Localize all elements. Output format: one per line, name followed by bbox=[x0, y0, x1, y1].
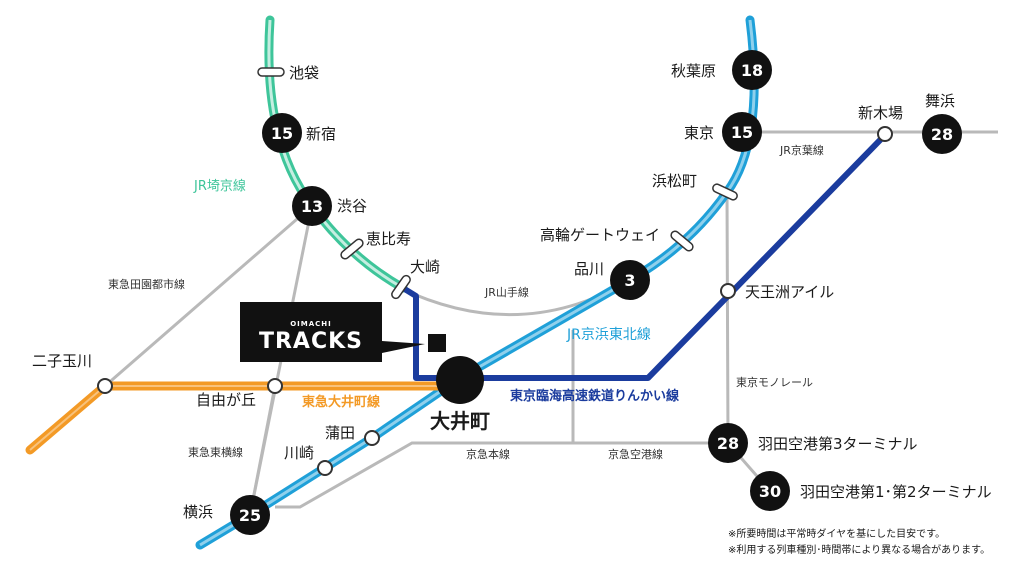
label-oimachi-line: 東急大井町線 bbox=[302, 394, 381, 410]
den-en-toshi-line bbox=[104, 204, 313, 388]
label-haneda3: 羽田空港第3ターミナル bbox=[758, 435, 918, 453]
badge-shinjuku: 15 bbox=[262, 113, 302, 153]
svg-text:15: 15 bbox=[731, 123, 753, 142]
label-jiyugaoka: 自由が丘 bbox=[196, 391, 256, 409]
shinkiba-dot bbox=[877, 126, 893, 142]
label-kawasaki: 川崎 bbox=[284, 444, 314, 462]
label-keikyu-airport-line: 京急空港線 bbox=[608, 447, 663, 461]
badge-shinagawa: 3 bbox=[610, 260, 650, 300]
label-ebisu: 恵比寿 bbox=[366, 230, 411, 248]
oimachi-label: 大井町 bbox=[430, 409, 490, 433]
ikebukuro-mark bbox=[257, 67, 285, 77]
hamamatsucho-mark bbox=[712, 183, 738, 201]
badge-shibuya: 13 bbox=[292, 186, 332, 226]
label-den-en-toshi-line: 東急田園都市線 bbox=[108, 277, 185, 291]
tennozu-dot bbox=[720, 283, 736, 299]
kamata-dot bbox=[364, 430, 380, 446]
jiyugaoka-dot bbox=[267, 378, 283, 394]
note-2: ※利用する列車種別･時間帯により異なる場合があります。 bbox=[728, 543, 990, 556]
label-osaki: 大崎 bbox=[410, 258, 440, 276]
badge-akihabara: 18 bbox=[732, 50, 772, 90]
minor-stations bbox=[97, 126, 893, 476]
label-hamamatsucho: 浜松町 bbox=[652, 172, 697, 190]
jiyugaoka-link bbox=[248, 385, 277, 516]
badge-yokohama: 25 bbox=[230, 495, 270, 535]
label-yokohama: 横浜 bbox=[183, 503, 213, 521]
ebisu-mark bbox=[340, 238, 364, 260]
label-ikebukuro: 池袋 bbox=[289, 64, 319, 82]
label-haneda12: 羽田空港第1･第2ターミナル bbox=[800, 483, 992, 501]
label-keiyo-line: JR京葉線 bbox=[779, 143, 824, 157]
kawasaki-dot bbox=[317, 460, 333, 476]
keihin-tohoku-line bbox=[195, 15, 759, 550]
label-keihin-tohoku-line: JR京浜東北線 bbox=[566, 327, 651, 343]
osaki-mark bbox=[391, 274, 411, 300]
svg-text:OIMACHI: OIMACHI bbox=[290, 320, 332, 328]
label-toyoko-line: 東急東横線 bbox=[188, 445, 243, 459]
label-shinagawa: 品川 bbox=[574, 260, 604, 278]
svg-text:15: 15 bbox=[271, 124, 293, 143]
badge-tokyo: 15 bbox=[722, 112, 762, 152]
svg-text:30: 30 bbox=[759, 482, 781, 501]
footnotes: ※所要時間は平常時ダイヤを基にした目安です。 ※利用する列車種別･時間帯により異… bbox=[728, 527, 990, 556]
svg-text:18: 18 bbox=[741, 61, 763, 80]
label-maihama: 舞浜 bbox=[925, 92, 955, 110]
label-tokyo: 東京 bbox=[684, 124, 714, 142]
label-futakotamagawa: 二子玉川 bbox=[32, 352, 92, 370]
note-1: ※所要時間は平常時ダイヤを基にした目安です。 bbox=[728, 527, 945, 540]
svg-text:28: 28 bbox=[931, 125, 953, 144]
keikyu-line bbox=[275, 441, 728, 509]
line-labels: JR埼京線 JR山手線 JR京浜東北線 JR京葉線 東京臨海高速鉄道りんかい線 … bbox=[108, 143, 824, 461]
oimachi-tracks-logo: OIMACHI TRACKS bbox=[240, 302, 446, 362]
futakotamagawa-dot bbox=[97, 378, 113, 394]
label-takanawa: 高輪ゲートウェイ bbox=[540, 226, 660, 244]
svg-text:13: 13 bbox=[301, 197, 323, 216]
badge-haneda3: 28 bbox=[708, 423, 748, 463]
takanawa-mark bbox=[670, 230, 694, 252]
label-monorail-line: 東京モノレール bbox=[736, 375, 813, 389]
label-akihabara: 秋葉原 bbox=[671, 62, 716, 80]
label-shibuya: 渋谷 bbox=[337, 197, 367, 215]
oimachi-station bbox=[436, 356, 484, 404]
label-shinjuku: 新宿 bbox=[306, 125, 336, 143]
label-tennozu: 天王洲アイル bbox=[745, 283, 834, 301]
svg-text:3: 3 bbox=[624, 271, 635, 290]
label-yamanote-line: JR山手線 bbox=[484, 285, 529, 299]
label-shinkiba: 新木場 bbox=[858, 104, 903, 122]
badge-maihama: 28 bbox=[922, 114, 962, 154]
label-saikyo-line: JR埼京線 bbox=[193, 178, 246, 194]
svg-text:TRACKS: TRACKS bbox=[259, 329, 363, 354]
label-kamata: 蒲田 bbox=[325, 424, 355, 442]
svg-text:25: 25 bbox=[239, 506, 261, 525]
svg-text:28: 28 bbox=[717, 434, 739, 453]
badge-haneda12: 30 bbox=[750, 471, 790, 511]
transfer-marks bbox=[257, 67, 738, 300]
station-labels: 池袋 新宿 渋谷 恵比寿 大崎 品川 高輪ゲートウェイ 浜松町 東京 秋葉原 新… bbox=[32, 62, 992, 521]
label-keikyu-main-line: 京急本線 bbox=[466, 447, 510, 461]
label-rinkai-line: 東京臨海高速鉄道りんかい線 bbox=[510, 388, 680, 404]
